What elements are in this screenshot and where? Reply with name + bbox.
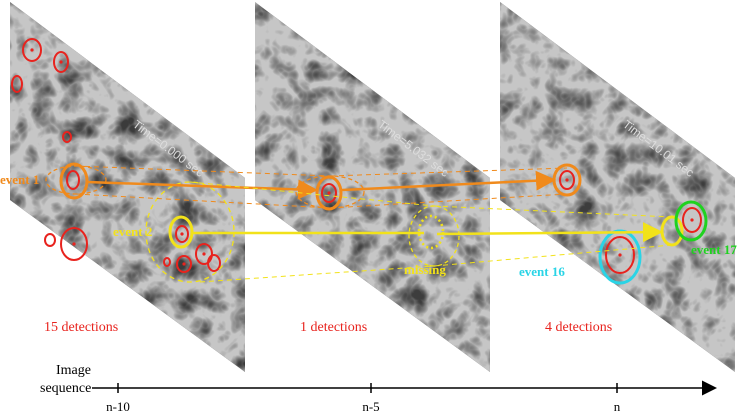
detection-marker: [559, 170, 575, 190]
frame-3: Time=10.01 sec event 16 event 17 4 detec…: [500, 2, 737, 372]
frame-2-detections-count: 1 detections: [300, 320, 367, 335]
detection-marker: [11, 75, 23, 93]
event-2-marker: [168, 215, 194, 249]
frame-1-texture: [10, 2, 245, 372]
event-1-label: event 1: [0, 172, 39, 187]
missing-label: missing: [404, 262, 446, 277]
event-16-label: event 16: [519, 264, 565, 279]
detection-marker: [66, 170, 80, 190]
frame-2-texture: [255, 2, 490, 372]
detection-marker: [62, 131, 72, 143]
detection-marker: [60, 227, 88, 261]
axis-label-line-2: sequence: [40, 381, 91, 396]
event-1-guide: [75, 165, 331, 177]
event-16-marker: [598, 229, 642, 285]
detection-marker: [175, 225, 189, 243]
tick-label-n-5: n-5: [362, 399, 379, 414]
event-1-guide: [329, 193, 568, 209]
frame-1: Time=0.000 sec event 1 event 2 15 d: [0, 2, 245, 372]
event-2-label: event 2: [113, 224, 152, 239]
frame-3-detections-count: 4 detections: [545, 320, 612, 335]
tick-label-n-10: n-10: [106, 399, 130, 414]
detection-marker: [44, 233, 56, 247]
event-1-guide: [329, 167, 568, 177]
frame-1-centers: [30, 48, 206, 266]
detection-marker: [53, 51, 69, 73]
detection-marker: [176, 255, 192, 273]
event-1-track-1: [86, 179, 318, 200]
frame-3-texture: [500, 2, 735, 372]
detection-marker: [682, 207, 702, 233]
axis-label-line-1: Image: [56, 363, 91, 378]
detection-center: [327, 191, 331, 195]
event-1-guide: [75, 193, 331, 209]
event-1-marker: [59, 162, 89, 200]
event-2-guide: [189, 181, 435, 207]
detection-marker: [163, 257, 171, 267]
frame-2: Time=5.032 sec missing 1 detections: [255, 2, 490, 372]
sequence-axis: Image sequence n-10 n-5 n: [40, 363, 717, 414]
detection-marker: [195, 243, 213, 265]
event-2-guide: [433, 205, 673, 218]
tick-label-n: n: [614, 399, 621, 414]
event-2-guide: [199, 265, 435, 283]
event-2-guide: [433, 244, 673, 267]
event-17-marker: [674, 200, 708, 242]
event-17-label: event 17: [691, 242, 737, 257]
detection-marker: [321, 183, 337, 203]
frame-1-detections: [11, 38, 221, 273]
missing-marker: [417, 214, 445, 250]
event-2-track-2: [436, 222, 663, 243]
frame-1-detections-count: 15 detections: [44, 320, 118, 335]
detection-marker: [605, 236, 635, 274]
tracking-links: [75, 165, 673, 283]
detection-marker: [207, 254, 221, 272]
detection-marker: [22, 38, 42, 62]
event-1-track-2: [341, 170, 556, 192]
